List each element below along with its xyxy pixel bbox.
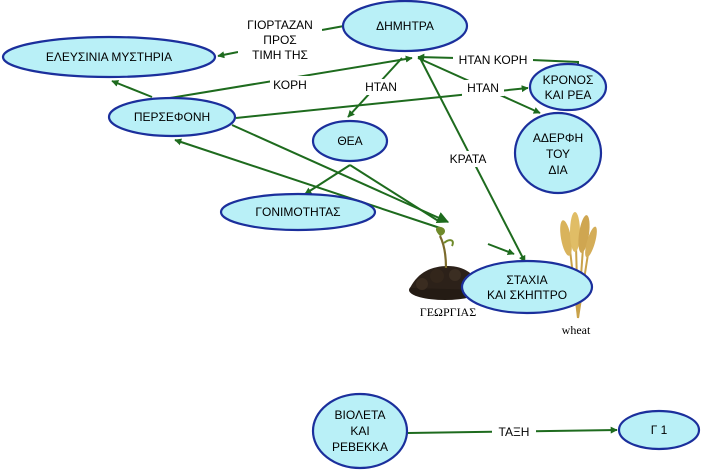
georgias-caption: ΓΕΩΡΓΙΑΣ — [420, 305, 476, 319]
node-label: ΕΛΕΥΣΙΝΙΑ ΜΥΣΤΗΡΙΑ — [46, 50, 172, 64]
svg-text:ΠΕΡΣΕΦΟΝΗ: ΠΕΡΣΕΦΟΝΗ — [134, 110, 210, 124]
svg-text:ΓΟΝΙΜΟΤΗΤΑΣ: ΓΟΝΙΜΟΤΗΤΑΣ — [255, 205, 340, 219]
edge-georgias-staxia — [487, 243, 515, 256]
seedling-soil-image — [409, 226, 482, 300]
node-gonimotitas[interactable]: ΓΟΝΙΜΟΤΗΤΑΣ — [219, 192, 377, 232]
wheat-caption: wheat — [562, 323, 591, 337]
node-label: ΠΕΡΣΕΦΟΝΗ — [134, 110, 210, 124]
node-label: ΡΕΒΕΚΚΑ — [332, 440, 388, 454]
edge-persefoni-eleusinia — [111, 80, 153, 98]
edge-label-kori: ΚΟΡΗ — [270, 76, 310, 92]
node-violeta[interactable]: ΒΙΟΛΕΤΑ ΚΑΙ ΡΕΒΕΚΚΑ — [311, 392, 409, 470]
node-dimitra[interactable]: ΔΗΜΗΤΡΑ — [341, 0, 469, 53]
node-label: ΚΑΙ — [350, 424, 369, 438]
svg-text:ΘΕΑ: ΘΕΑ — [337, 134, 362, 148]
edge-label-line: ΓΙΟΡΤΑΖΑΝ — [247, 18, 313, 32]
node-label: ΣΤΑΧΙΑ — [506, 273, 547, 287]
node-label: ΘΕΑ — [337, 134, 362, 148]
node-persefoni[interactable]: ΠΕΡΣΕΦΟΝΗ — [107, 96, 237, 138]
node-label: ΔΙΑ — [548, 163, 567, 177]
edge-label-taxi: ΤΑΞΗ — [492, 424, 536, 440]
edge-thea-georgias — [349, 164, 441, 223]
edge-label-text: ΗΤΑΝ — [467, 81, 499, 95]
edge-giortazan-eleusinia — [217, 51, 239, 59]
node-label: ΤΟΥ — [546, 147, 570, 161]
node-label: ΑΔΕΡΦΗ — [533, 131, 583, 145]
node-label: ΓΟΝΙΜΟΤΗΤΑΣ — [255, 205, 340, 219]
edge-label-itan1: ΗΤΑΝ — [360, 79, 402, 95]
node-label: ΒΙΟΛΕΤΑ — [335, 408, 386, 422]
edge-label-krata: ΚΡΑΤΑ — [444, 151, 492, 167]
edge-persefoni-georgias — [231, 124, 450, 224]
edge-label-itan2: ΗΤΑΝ — [462, 80, 504, 96]
node-aderfi[interactable]: ΑΔΕΡΦΗ ΤΟΥ ΔΙΑ — [513, 111, 603, 195]
node-label: ΚΑΙ ΣΚΗΠΤΡΟ — [487, 288, 567, 302]
svg-text:Γ 1: Γ 1 — [651, 423, 668, 437]
edge-label-line: ΠΡΟΣ — [263, 33, 296, 47]
node-thea[interactable]: ΘΕΑ — [311, 119, 389, 163]
edge-label-text: ΚΡΑΤΑ — [450, 152, 487, 166]
svg-text:ΔΗΜΗΤΡΑ: ΔΗΜΗΤΡΑ — [376, 19, 434, 33]
edge-label-itankori: ΗΤΑΝ ΚΟΡΗ — [453, 52, 533, 68]
edge-dimitra-giortazan — [321, 25, 345, 31]
edge-label-text: ΚΟΡΗ — [273, 78, 307, 92]
node-label: ΚΑΙ ΡΕΑ — [545, 88, 592, 102]
edge-thea-gonimotitas — [304, 164, 351, 195]
edge-label-text: ΗΤΑΝ — [365, 80, 397, 94]
edge-label-text: ΗΤΑΝ ΚΟΡΗ — [459, 53, 528, 67]
edge-label-text: ΤΑΞΗ — [499, 425, 530, 439]
edge-georgias-persefoni — [174, 138, 441, 229]
node-eleusinia[interactable]: ΕΛΕΥΣΙΝΙΑ ΜΥΣΤΗΡΙΑ — [1, 35, 217, 79]
edge-label-line: ΤΙΜΗ ΤΗΣ — [252, 48, 308, 62]
node-label: ΔΗΜΗΤΡΑ — [376, 19, 434, 33]
node-g1[interactable]: Γ 1 — [617, 409, 701, 451]
node-label: ΚΡΟΝΟΣ — [543, 73, 594, 87]
svg-text:ΕΛΕΥΣΙΝΙΑ ΜΥΣΤΗΡΙΑ: ΕΛΕΥΣΙΝΙΑ ΜΥΣΤΗΡΙΑ — [46, 50, 172, 64]
node-label: Γ 1 — [651, 423, 668, 437]
